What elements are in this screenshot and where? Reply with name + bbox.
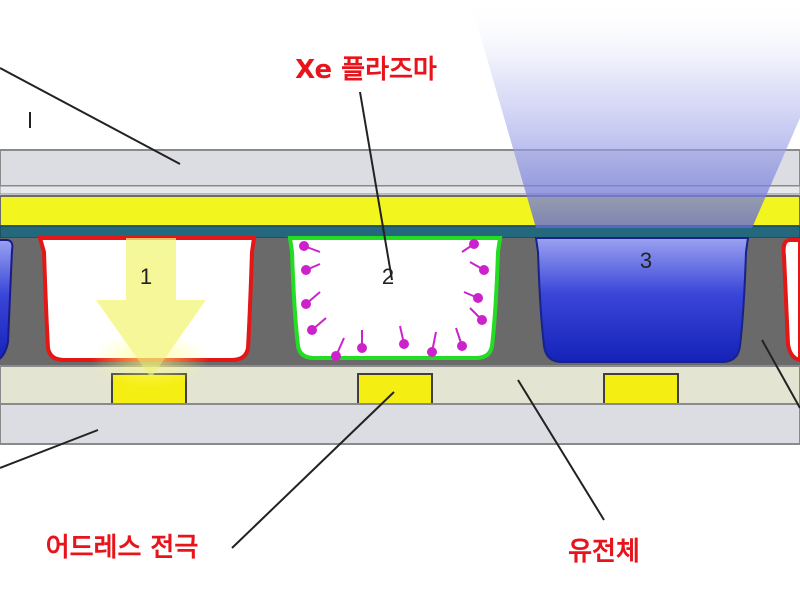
cell-3 bbox=[534, 237, 750, 363]
leader-line-bottom-left bbox=[0, 429, 99, 469]
cell-1-number: 1 bbox=[140, 264, 152, 289]
leader-line-address-electrode bbox=[231, 391, 395, 549]
leader-line-right bbox=[761, 339, 800, 409]
discharge-arrow bbox=[90, 238, 210, 388]
ion-dot bbox=[307, 325, 317, 335]
rear-glass-plate bbox=[0, 403, 800, 445]
cell-2 bbox=[287, 236, 503, 360]
ion-dot bbox=[331, 351, 341, 361]
address-electrode-2 bbox=[357, 373, 433, 405]
ion-dot bbox=[469, 239, 479, 249]
ion-dot bbox=[427, 347, 437, 357]
address-electrode-3 bbox=[603, 373, 679, 405]
cell-3-number: 3 bbox=[640, 248, 652, 273]
cell-2-number: 2 bbox=[382, 264, 394, 289]
plasma-label: Xe 플라즈마 bbox=[295, 55, 437, 85]
cell-partial-right bbox=[781, 238, 800, 363]
ion-dot bbox=[299, 241, 309, 251]
ion-dot bbox=[457, 341, 467, 351]
plasma-ions bbox=[299, 239, 489, 361]
cell-partial-left bbox=[0, 239, 14, 360]
light-beam bbox=[470, 0, 800, 228]
ion-dot bbox=[357, 343, 367, 353]
ion-dot bbox=[399, 339, 409, 349]
ion-dot bbox=[479, 265, 489, 275]
address-electrode-label: 어드레스 전극 bbox=[46, 533, 199, 563]
ion-dot bbox=[301, 265, 311, 275]
ion-dot bbox=[301, 299, 311, 309]
leader-line-plasma bbox=[359, 91, 393, 281]
leader-line-top-left bbox=[0, 67, 181, 165]
front-glass-thin-layer bbox=[0, 185, 800, 195]
dielectric-label: 유전체 bbox=[568, 537, 640, 567]
ion-dot bbox=[477, 315, 487, 325]
leader-line-dielectric bbox=[517, 379, 605, 521]
ion-dot bbox=[473, 293, 483, 303]
